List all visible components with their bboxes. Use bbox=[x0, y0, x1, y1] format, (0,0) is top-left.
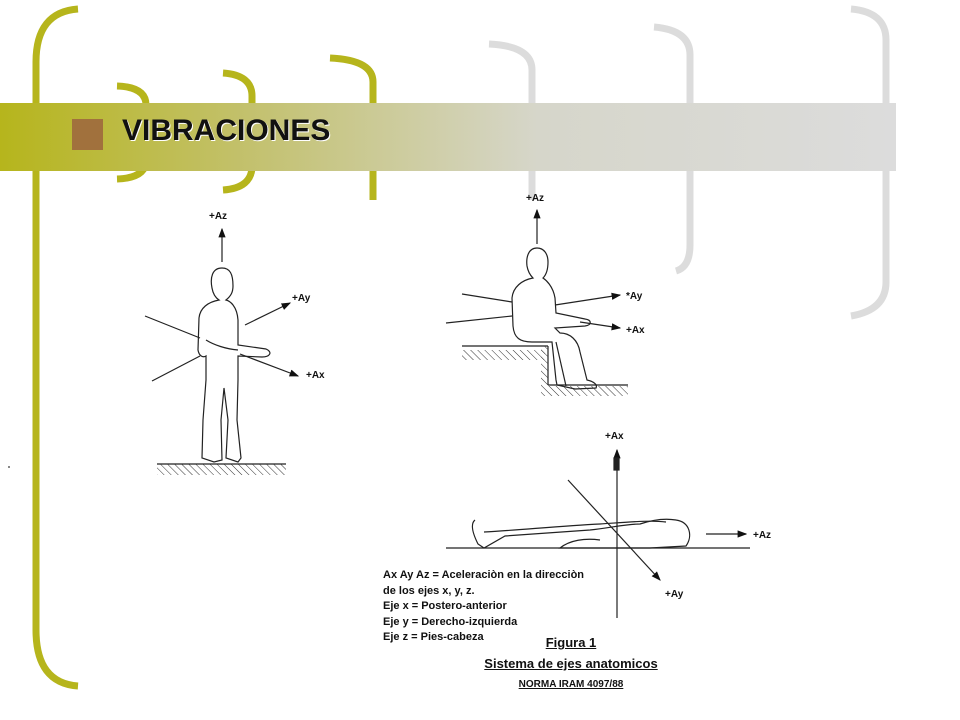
lying-az-label: +Az bbox=[753, 530, 771, 541]
figure-caption-subtitle: Sistema de ejes anatomicos bbox=[484, 656, 658, 671]
standing-ax-axis bbox=[151, 355, 201, 382]
legend-line: Eje x = Postero-anterior bbox=[383, 600, 507, 612]
slide-title: VIBRACIONES bbox=[122, 114, 331, 147]
standing-y-back bbox=[144, 315, 201, 339]
stray-dot bbox=[8, 466, 10, 468]
lying-ay-label: +Ay bbox=[665, 589, 684, 600]
left-bracket bbox=[32, 5, 79, 690]
legend-line: Ax Ay Az = Aceleraciòn en la direcciòn bbox=[383, 569, 585, 581]
standing-ay-label: +Ay bbox=[292, 293, 311, 304]
lying-figure bbox=[446, 448, 750, 618]
bracket-3 bbox=[329, 54, 377, 200]
lying-ax-label: +Ax bbox=[605, 431, 624, 442]
seated-ay-label: *Ay bbox=[626, 291, 643, 302]
legend-line: de los ejes x, y, z. bbox=[383, 584, 475, 597]
legend-line: Eje z = Pies-cabeza bbox=[383, 631, 484, 643]
standing-ax-label: +Ax bbox=[306, 370, 325, 381]
standing-ay-axis bbox=[244, 302, 292, 326]
gray-bracket-1 bbox=[488, 40, 536, 200]
seated-figure bbox=[445, 208, 628, 396]
seated-az-label: +Az bbox=[526, 193, 544, 204]
title-bar bbox=[0, 103, 896, 171]
title-accent-square bbox=[72, 119, 103, 150]
figure-caption-norm: NORMA IRAM 4097/88 bbox=[518, 679, 624, 690]
legend-line: Eje y = Derecho-izquierda bbox=[383, 615, 518, 628]
axes-legend: Ax Ay Az = Aceleraciòn en la direcciòn d… bbox=[383, 568, 584, 646]
figure-caption-title: Figura 1 bbox=[545, 635, 597, 650]
lying-ay-axis bbox=[567, 479, 661, 581]
standing-az-label: +Az bbox=[209, 211, 227, 222]
seated-ax-label: +Ax bbox=[626, 325, 645, 336]
standing-figure bbox=[144, 227, 300, 475]
